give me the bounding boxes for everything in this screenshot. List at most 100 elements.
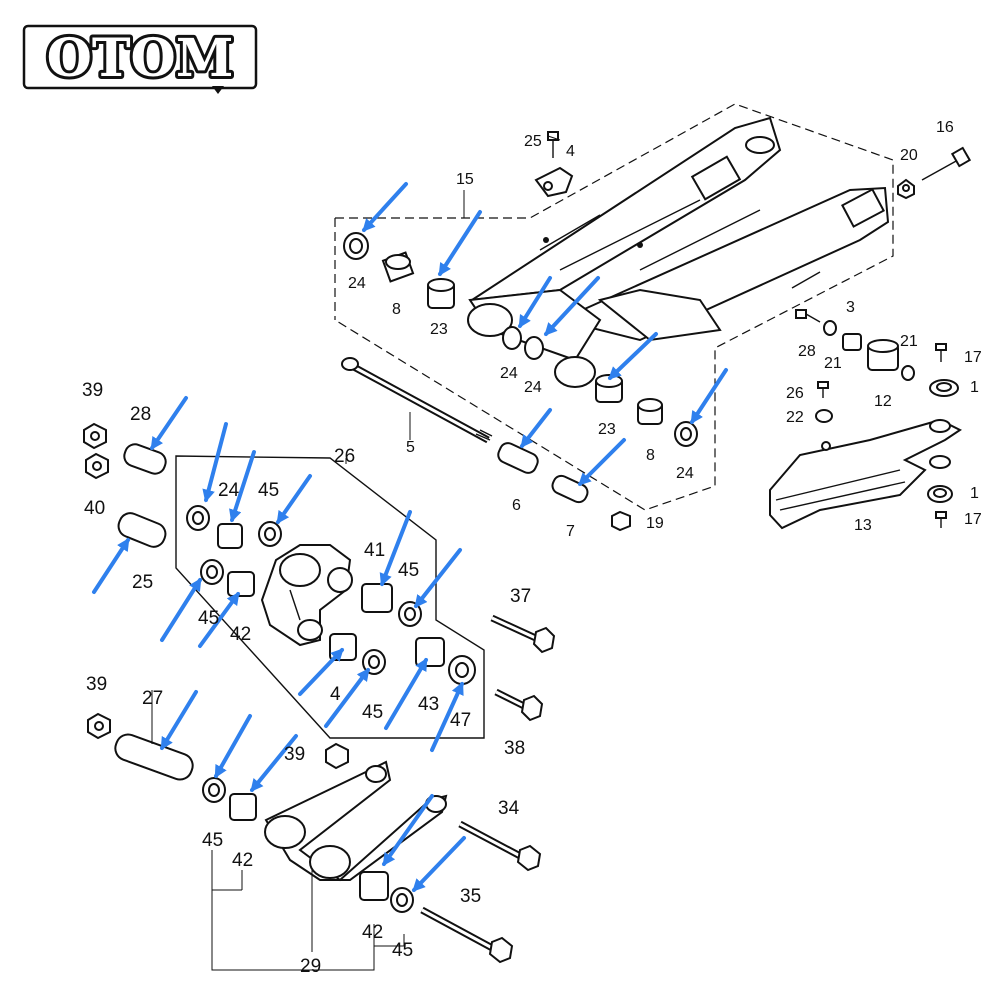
arrow-23 (214, 714, 252, 779)
callout-37: 37 (510, 586, 531, 607)
nut-40 (85, 452, 109, 480)
group-brackets (211, 850, 405, 971)
swingarm-dashed-frame (334, 103, 894, 511)
arrow-3 (518, 276, 552, 329)
seal-24-lower (674, 421, 698, 447)
arrow-22 (160, 690, 198, 751)
callout-21-a: 21 (824, 355, 842, 372)
otom-logo: OTOM OTOM (22, 24, 258, 94)
callout-21-b: 21 (900, 333, 918, 350)
callout-39-a: 39 (82, 380, 103, 401)
callout-23-lower: 23 (598, 421, 616, 438)
callout-1-upper: 1 (970, 379, 979, 396)
callout-17-lower: 17 (964, 511, 982, 528)
nut-39-b (87, 712, 111, 740)
arrow-6 (690, 368, 728, 425)
callout-4x: 4 (330, 684, 341, 705)
pivot-shaft-5 (341, 357, 493, 444)
arrow-1 (362, 182, 408, 232)
callout-26-link: 26 (334, 446, 355, 467)
arrow-17 (414, 548, 462, 609)
callout-15: 15 (456, 171, 474, 188)
seal-24-pivot-b (524, 336, 544, 360)
bearing-23-upper (427, 278, 455, 309)
arrow-4 (544, 276, 600, 336)
collar-6 (497, 442, 539, 474)
callout-34: 34 (498, 798, 520, 819)
arrow-2 (438, 210, 482, 277)
collar-25 (117, 512, 167, 548)
swingarm (467, 116, 890, 388)
callout-43: 43 (418, 694, 439, 715)
callout-45-a: 45 (258, 480, 279, 501)
callout-8-upper: 8 (392, 301, 401, 318)
callout-42-a: 42 (230, 624, 251, 645)
callout-12: 12 (874, 393, 892, 410)
callout-45-d: 45 (398, 560, 419, 581)
arrow-8 (578, 438, 626, 486)
callout-45-e: 45 (362, 702, 383, 723)
collar-27 (114, 733, 194, 781)
nut-22 (815, 409, 833, 423)
bolt-17-lower (935, 511, 947, 528)
bearing-42-a (227, 571, 255, 597)
chain-slider-13 (769, 418, 962, 530)
callout-29: 29 (300, 956, 321, 977)
callout-16: 16 (936, 119, 954, 136)
arrow-11 (202, 422, 228, 503)
bearing-24-link (217, 523, 243, 549)
callout-39-b: 39 (86, 674, 107, 695)
callout-25-lower: 25 (132, 572, 153, 593)
callout-41: 41 (364, 540, 385, 561)
washer-21-a (823, 320, 837, 336)
arrow-24 (250, 734, 298, 792)
nut-39-a (83, 422, 107, 450)
callout-24-link: 24 (218, 480, 240, 501)
arrow-5 (608, 332, 658, 380)
callout-24-pivot-b: 24 (524, 379, 542, 396)
bolt-38 (494, 688, 544, 722)
washer-1-upper (929, 379, 959, 397)
callout-35: 35 (460, 886, 481, 907)
collar-8-lower (637, 398, 663, 425)
arrow-25 (382, 794, 434, 867)
swingarm-small-parts (341, 131, 972, 532)
bolt-17-upper (935, 343, 947, 362)
nut-20 (897, 178, 915, 200)
linkage-dashed-frame (175, 455, 485, 739)
washer-21-b (901, 365, 915, 381)
arrow-14 (160, 577, 202, 642)
callout-24-pivot-a: 24 (500, 365, 518, 382)
callout-1-lower: 1 (970, 485, 979, 502)
bolt-25 (547, 131, 559, 158)
callout-45-f: 45 (202, 830, 223, 851)
link-rod-29 (264, 760, 448, 882)
callout-28-upper: 28 (798, 343, 816, 360)
callout-39-c: 39 (284, 744, 305, 765)
logo-tick-mark (212, 86, 224, 94)
arrow-20 (384, 657, 428, 730)
callout-8-lower: 8 (646, 447, 655, 464)
callout-24-upper: 24 (348, 275, 366, 292)
logo-text-outline: OTOM (47, 28, 234, 89)
callout-13: 13 (854, 517, 872, 534)
bolt-35 (420, 906, 514, 964)
callout-17-upper: 17 (964, 349, 982, 366)
arrow-9 (150, 396, 188, 451)
callout-42-b: 42 (232, 850, 253, 871)
bearing-43 (415, 637, 445, 667)
callout-42-c: 42 (362, 922, 383, 943)
callout-28-lower: 28 (130, 404, 151, 425)
callout-20: 20 (900, 147, 918, 164)
collar-8-upper (381, 251, 415, 283)
nut-19 (611, 510, 631, 532)
callout-24-lower: 24 (676, 465, 694, 482)
arrow-16 (379, 510, 412, 587)
collar-28 (123, 443, 167, 475)
arrow-21 (430, 681, 464, 752)
leader-lines (151, 135, 561, 744)
arrow-10 (92, 537, 130, 594)
callout-numbers: 25 4 15 16 20 24 8 23 24 24 3 21 28 21 1… (82, 119, 982, 977)
callout-22: 22 (786, 409, 804, 426)
